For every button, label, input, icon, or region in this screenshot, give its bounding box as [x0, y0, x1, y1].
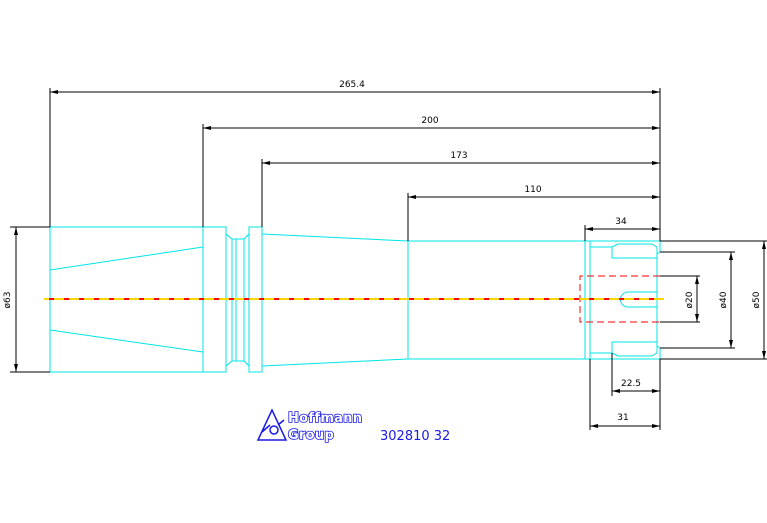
dimensions: 265.4 200 173 110 34 ø63 ø20 — [3, 80, 767, 430]
arrow — [408, 195, 416, 199]
arrow — [729, 340, 733, 348]
arrow — [652, 126, 660, 130]
arrow — [762, 241, 766, 249]
arrow — [590, 424, 598, 428]
dim-dia-50: ø50 — [752, 291, 762, 308]
nut-slot-top — [611, 247, 657, 259]
arrow — [585, 227, 593, 231]
arrow — [695, 314, 699, 322]
arrow — [762, 351, 766, 359]
arrow — [203, 126, 211, 130]
arrow — [652, 195, 660, 199]
dim-dia-40: ø40 — [719, 291, 729, 308]
arrow — [262, 161, 270, 165]
arrow — [50, 90, 58, 94]
dim-dia-63: ø63 — [3, 292, 13, 309]
arrow — [652, 227, 660, 231]
arrow — [14, 227, 18, 235]
dim-dia-20: ø20 — [685, 291, 695, 308]
arrow — [14, 364, 18, 372]
dim-length-110: 110 — [524, 185, 541, 195]
dim-overall-length: 265.4 — [339, 80, 365, 90]
dim-length-22-5: 22.5 — [621, 379, 641, 389]
part-number: 302810 32 — [380, 429, 450, 444]
nut-slot-bottom — [611, 341, 657, 353]
dim-length-200: 200 — [421, 116, 438, 126]
logo-line-2: Group — [288, 428, 334, 443]
dim-length-173: 173 — [450, 151, 467, 161]
nut-inner-bottom — [590, 346, 658, 357]
nut-inner-top — [590, 243, 658, 254]
arrow — [695, 276, 699, 284]
arrow — [612, 389, 620, 393]
arrow — [652, 424, 660, 428]
arrow — [652, 161, 660, 165]
taper-inner-top — [49, 246, 204, 271]
arrow — [652, 90, 660, 94]
hoffmann-group-logo: Hoffmann Group — [256, 408, 363, 444]
logo-line-1: Hoffmann — [288, 411, 362, 426]
logo-mark-icon — [256, 408, 288, 441]
arrow — [652, 389, 660, 393]
arrow — [729, 252, 733, 260]
dim-length-34: 34 — [615, 217, 627, 227]
taper-inner-bottom — [49, 329, 204, 353]
dim-length-31: 31 — [617, 413, 628, 423]
